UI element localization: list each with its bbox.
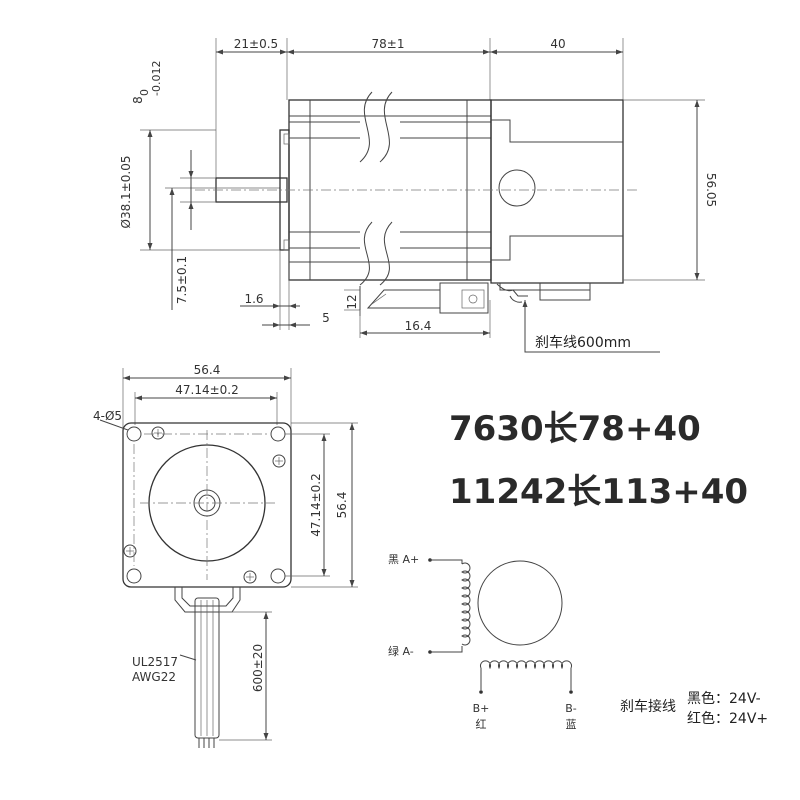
dim-cable-length: 600±20 [251, 644, 265, 692]
dim-shaft-tol-lower: -0.012 [150, 61, 163, 96]
dim-flange-thickness: 1.6 [244, 292, 263, 306]
dim-shaft-tolerance: 8 [131, 96, 145, 104]
wire-b-plus-color: 红 [476, 718, 487, 731]
brake-wiring-black: 黑色：24V- [687, 690, 761, 707]
screw-icon [123, 544, 137, 558]
brake-wiring-title: 刹车接线 [620, 698, 676, 715]
dim-flat-depth: 7.5±0.1 [175, 256, 189, 304]
dim-boss-height: 5 [322, 311, 330, 325]
dim-16-4: 16.4 [405, 319, 432, 333]
screw-icon [272, 454, 286, 468]
model-2-label: 11242长113+40 [449, 472, 748, 512]
brake-wire-label: 刹车线600mm [535, 334, 631, 351]
wire-b-plus-label: B+ [473, 702, 490, 715]
dim-height-side: 56.05 [704, 173, 718, 207]
wire-a-plus-label: 黑 A+ [388, 553, 419, 566]
dim-boss-diameter: Ø38.1±0.05 [119, 156, 133, 229]
front-view: 56.4 47.14±0.2 [93, 363, 358, 748]
cable-spec-1: UL2517 [132, 655, 178, 669]
cable-spec-2: AWG22 [132, 670, 176, 684]
screw-icon [243, 570, 257, 584]
brake-wiring-red: 红色：24V+ [687, 710, 768, 727]
wire-b-minus-color: 蓝 [566, 718, 577, 731]
dim-body-length: 78±1 [372, 37, 405, 51]
wire-a-minus-label: 绿 A- [388, 644, 414, 658]
coil-b-icon [480, 660, 572, 670]
side-view: 21±0.5 78±1 40 [119, 37, 718, 353]
dim-holes: 4-Ø5 [93, 409, 122, 423]
dim-brake-length: 40 [550, 37, 565, 51]
coil-a-icon [461, 562, 471, 646]
rotor-icon [477, 560, 563, 646]
brake-hole-icon [498, 169, 536, 207]
dim-height-front: 56.4 [335, 492, 349, 519]
wiring-diagram: 黑 A+ 绿 A- B+ 红 B- 蓝 刹车接线 黑色：24V- 红色：24V+ [388, 553, 768, 731]
model-1-label: 7630长78+40 [449, 409, 701, 449]
dim-flange-offset: 21±0.5 [234, 37, 278, 51]
wire-b-minus-label: B- [565, 702, 577, 715]
dim-width: 56.4 [194, 363, 221, 377]
dim-hole-spacing-h: 47.14±0.2 [175, 383, 239, 397]
dim-shaft-tol-upper: 0 [138, 89, 151, 96]
dim-12: 12 [345, 294, 359, 309]
dim-shaft-tol-main: 8 [131, 96, 145, 104]
dim-hole-spacing-v: 47.14±0.2 [309, 473, 323, 537]
screw-icon [151, 426, 165, 440]
